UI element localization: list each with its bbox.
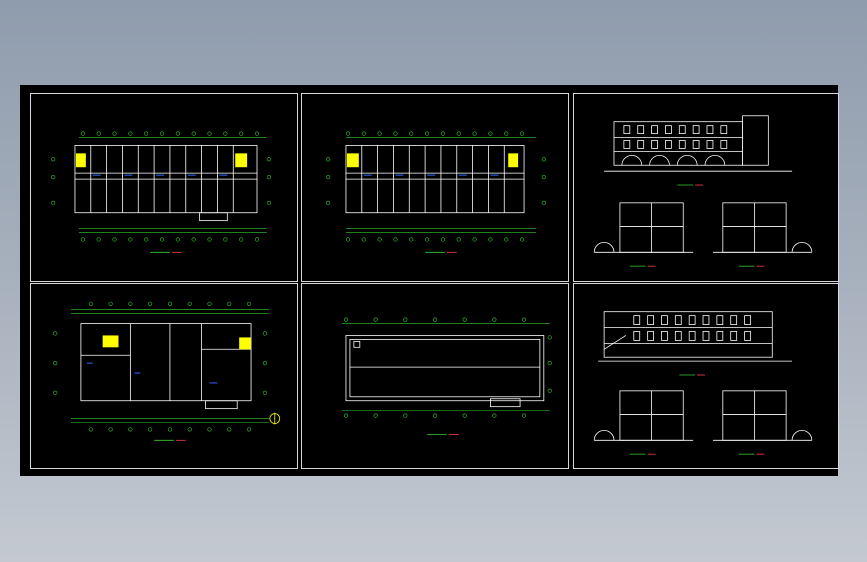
door-marks	[86, 362, 218, 384]
stair-highlights	[75, 153, 248, 168]
elevation-sections-1-drawing	[593, 115, 813, 267]
grid-axis-markers	[53, 301, 269, 432]
front-elevation	[604, 115, 793, 172]
cad-model-space	[20, 85, 839, 476]
grid-axis-markers-top	[78, 131, 267, 138]
stair-highlights	[346, 153, 519, 168]
sheet-elevation-sections-2[interactable]	[573, 283, 839, 469]
sheet-ground-floor-plan[interactable]	[30, 283, 298, 469]
building-walls	[345, 145, 525, 214]
first-floor-plan-drawing	[51, 131, 271, 253]
grid-axis-markers	[342, 317, 552, 418]
section-c	[593, 390, 694, 441]
grid-axis-markers-bottom	[51, 157, 271, 242]
sheet-elevation-sections-1[interactable]	[573, 93, 839, 282]
rear-elevation	[598, 311, 793, 362]
sheet-first-floor-plan[interactable]	[30, 93, 298, 282]
section-b	[712, 202, 813, 253]
sheet-second-floor-plan[interactable]	[301, 93, 569, 282]
sheet-roof-plan[interactable]	[301, 283, 569, 469]
second-floor-plan-drawing	[326, 131, 546, 253]
stair-highlights	[102, 335, 252, 350]
building-walls	[74, 145, 258, 222]
north-arrow-icon	[269, 412, 281, 425]
ground-floor-plan-drawing	[53, 301, 281, 441]
section-d	[712, 390, 813, 441]
section-a	[593, 202, 694, 253]
roof-plan-drawing	[342, 317, 552, 435]
elevation-sections-2-drawing	[593, 311, 813, 455]
roof-outline	[345, 335, 545, 408]
grid-axis-markers	[326, 131, 546, 242]
